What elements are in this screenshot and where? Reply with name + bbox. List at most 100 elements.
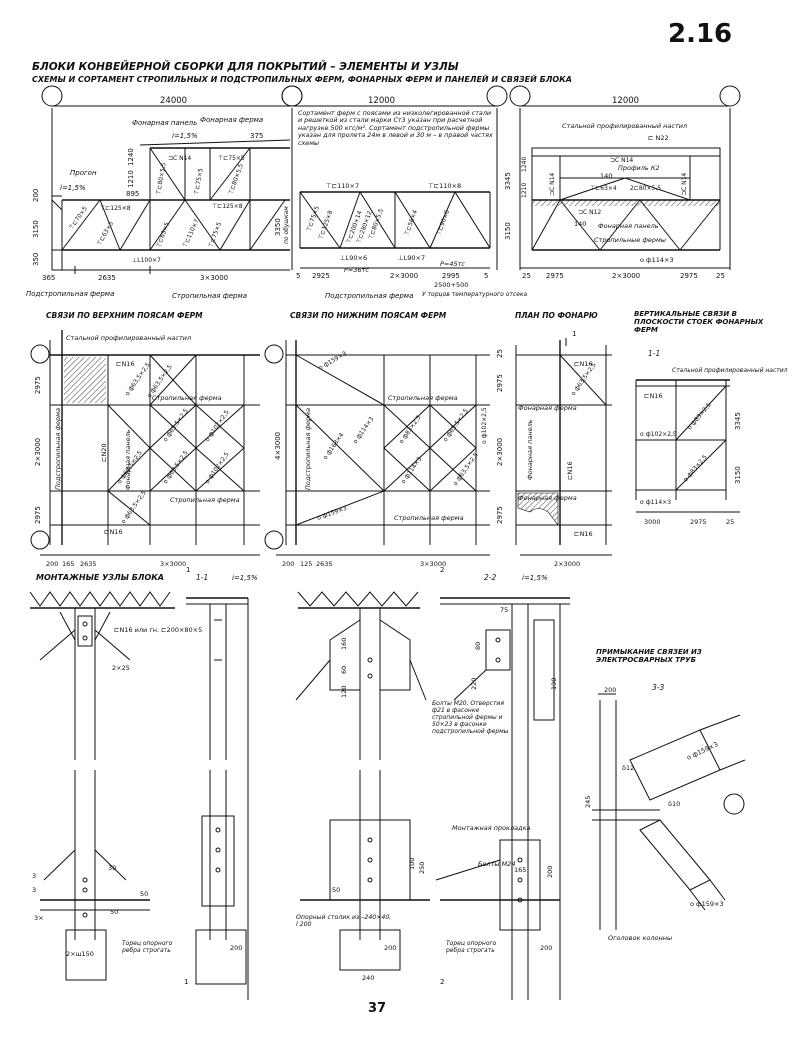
vertical-bracing-deck: Стальной профилированный настил (672, 367, 788, 374)
lantern-plan-ch2: ⊏N16 (574, 530, 593, 538)
upper-bracing-plan (30, 330, 260, 556)
truss-mid (292, 105, 498, 270)
node2-dim3: 190 (550, 678, 558, 690)
truss-right-dim-t0: 140 (600, 172, 612, 180)
vertical-bracing-dim-b2: 25 (726, 518, 734, 526)
truss-right-m2: ⊐С N14 (681, 173, 688, 196)
vertical-bracing-section: 1-1 (648, 349, 660, 358)
truss-mid-top-right: ⊤⊏110×8 (428, 182, 461, 190)
lower-bracing-title: СВЯЗИ ПО НИЖНИМ ПОЯСАМ ФЕРМ (290, 311, 447, 320)
vertical-bracing-t0: о ф102×2,5 (640, 431, 677, 438)
node-low2-dim0: 50 (332, 886, 340, 894)
truss-mid-dim-b3: 2995 (442, 272, 460, 280)
truss-left-dim-t0: 375 (250, 132, 263, 140)
end-note-1: Торец опорного ребра строгать (122, 940, 173, 954)
truss-left-dim-b0: 365 (42, 274, 55, 282)
truss-mid-m4: ⊤⊏56×4 (403, 209, 419, 237)
node2-dim2: 220 (470, 678, 478, 690)
upper-bracing-t5: о ф102×2,5 (204, 451, 231, 485)
vertical-bracing-channel: ⊏N16 (644, 392, 663, 400)
truss-right-deck: Стальной профилированный настил (562, 122, 687, 130)
m24-dim2: 250 (418, 862, 426, 874)
truss-left-dim-t3: 895 (126, 190, 139, 198)
bolts-note-box: Болты М20. Отверстия ф21 в фасонке строп… (432, 700, 509, 735)
mounting-nodes-slope2: i=1,5% (522, 574, 548, 582)
node-channel-note: ⊏N16 или гн. ⊏200×80×5 (114, 626, 202, 634)
truss-left-span: 24000 (160, 96, 187, 106)
node-low-dim4: 30 (108, 864, 116, 872)
mount-gasket: Монтажная прокладка (452, 824, 531, 832)
truss-left-m12: ⊥L100×7 (132, 257, 161, 264)
upper-bracing-deck: Стальной профилированный настил (66, 334, 191, 342)
upper-bracing-ch1: ⊏N20 (100, 443, 108, 462)
node-section-2-2 (440, 597, 570, 1000)
lower-bracing-dim-b2: 2635 (316, 560, 333, 568)
lower-bracing-dim-b3: 3×3000 (420, 560, 446, 568)
mounting-nodes-marker1: 1 (186, 566, 190, 574)
lantern-plan-marker: 1 (572, 330, 576, 338)
page-title: БЛОКИ КОНВЕЙЕРНОЙ СБОРКИ ДЛЯ ПОКРЫТИЙ – … (32, 60, 459, 73)
node-lower-1-1 (195, 770, 247, 985)
lower-bracing-t6: о ф102×2,5 (481, 407, 488, 444)
truss-right-span: 12000 (612, 96, 639, 106)
tube-label-2: о ф159×3 (690, 900, 724, 908)
truss-left-purlin: Прогон (70, 169, 97, 177)
mounting-nodes-title: МОНТАЖНЫЕ УЗЛЫ БЛОКА (36, 573, 164, 582)
truss-mid-note: Сортамент ферм с поясами из низколегиров… (298, 110, 493, 147)
truss-right-n22: ⊏ N22 (648, 134, 669, 142)
upper-bracing-dim-b0: 200 (46, 560, 58, 568)
upper-bracing-t2: о ф102×2,5 (204, 409, 231, 443)
truss-mid-end-note: У торцов температурного отсека (422, 291, 528, 298)
truss-left-rafter: Стропильная ферма (172, 292, 247, 300)
lower-bracing-dim-r0: 2975 (496, 374, 504, 392)
truss-left-dim-b1: 2635 (98, 274, 116, 282)
truss-left-dim-l2: 200 (32, 189, 40, 202)
node-upper-left (29, 591, 175, 760)
page-number: 37 (368, 1001, 386, 1016)
truss-right-deck-hatch (532, 200, 720, 206)
truss-right-dim-l0: 3345 (504, 172, 512, 190)
dim-245: 245 (584, 796, 592, 808)
truss-right-dim-l3: 3150 (504, 222, 512, 240)
lower-bracing-dim-r1: 2×3000 (496, 438, 504, 466)
node-middle (295, 591, 427, 760)
lantern-plan-dim-b0: 2×3000 (554, 560, 580, 568)
lantern-plan-ch0: ⊏N16 (574, 360, 593, 368)
lantern-plan-hatch (517, 492, 559, 526)
lower-bracing-t3: о ф83×2,5 (398, 414, 423, 445)
truss-right-dim-b0: 25 (522, 272, 531, 280)
marker-2b: 2 (440, 978, 444, 986)
truss-left-m1: ⊤⊏75×5 (218, 155, 245, 162)
upper-bracing-dim-l1: 2×3000 (34, 438, 42, 466)
truss-right-m1: ⊐С N14 (549, 173, 556, 196)
node-low-dim0: 3 (32, 872, 36, 880)
node-lower-left (40, 770, 150, 981)
node2-dim0: 75 (500, 606, 508, 614)
truss-right-dim-b2: 2×3000 (612, 272, 640, 280)
truss-left-dim-t2: 1210 (127, 170, 135, 188)
truss-right-dim-b1: 2975 (546, 272, 564, 280)
upper-bracing-deck-hatch (64, 357, 106, 403)
lower-bracing-t0: о ф159×3 (318, 350, 349, 372)
truss-right-m5: ⊐С N12 (578, 209, 601, 216)
truss-right-lantern-panel: Фонарная панель (598, 222, 659, 230)
node-dim-l0: 160 (340, 638, 348, 650)
col-head: Оголовок колонны (608, 934, 672, 942)
truss-left-m7: ⊤⊏63×5 (155, 221, 171, 249)
node-dim-l2: 120 (340, 686, 348, 698)
vertical-bracing-dim-r0: 3345 (734, 412, 742, 430)
truss-left-dim-b2: 3×3000 (200, 274, 228, 282)
m24-dim0: 165 (514, 866, 526, 874)
truss-right (519, 105, 731, 270)
truss-mid-force-right: P=45тс (440, 260, 465, 268)
truss-left-m5: ⊤⊏80×5,5 (155, 162, 168, 195)
upper-bracing-t4: о ф63,5×2,5 (162, 449, 190, 485)
lower-bracing-dim-l0: 4×3000 (274, 432, 282, 460)
node-lower-middle (300, 770, 430, 971)
truss-right-dim-b3: 2975 (680, 272, 698, 280)
lower-bracing-rafter2: Стропильная ферма (394, 514, 464, 522)
truss-mid-dim-b0: 5 (296, 272, 300, 280)
lower-bracing-sub-truss: Подстропильная ферма (304, 408, 312, 490)
tube-joint (592, 693, 746, 930)
m24-dim1: 200 (546, 866, 554, 878)
